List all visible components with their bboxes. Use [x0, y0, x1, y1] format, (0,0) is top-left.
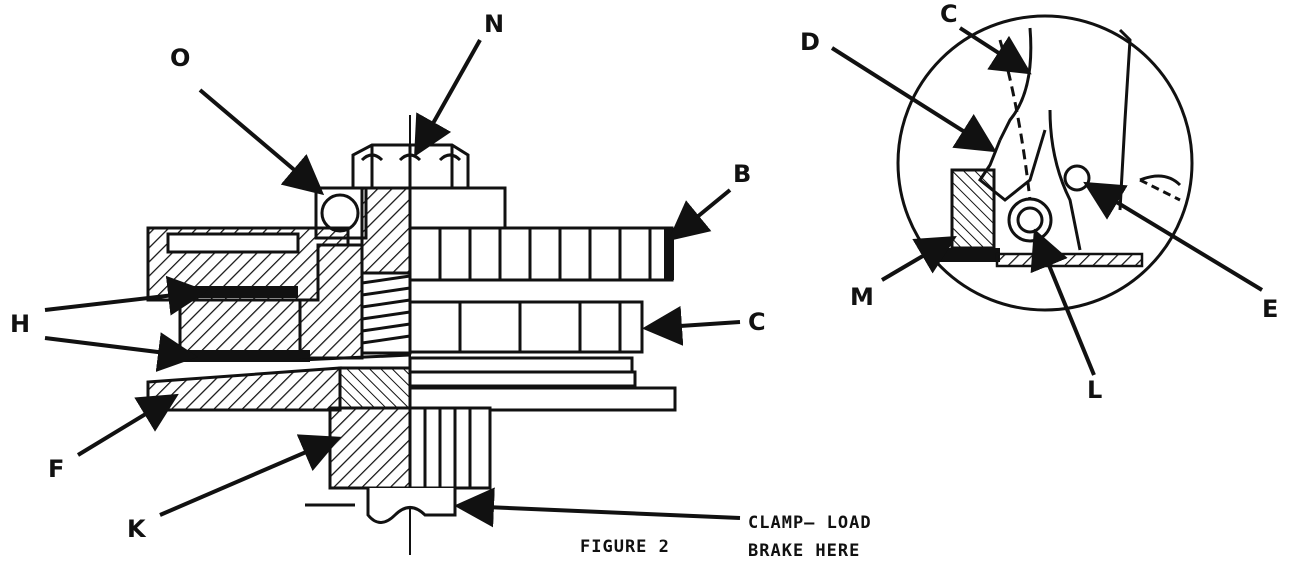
spring-block — [950, 168, 996, 250]
label-d: D — [800, 28, 820, 56]
pin-e — [1063, 164, 1091, 192]
detail-view — [896, 14, 1194, 312]
label-n: N — [484, 10, 504, 38]
label-c: C — [748, 308, 766, 336]
detail-circle — [896, 14, 1194, 312]
leader-arrows — [44, 26, 1264, 528]
label-f: F — [48, 455, 64, 483]
label-o: O — [170, 44, 190, 72]
label-m: M — [850, 283, 874, 311]
part-labels: O N B H C F K C D M L E — [10, 0, 1278, 543]
label-c-detail: C — [940, 0, 958, 28]
label-k: K — [127, 515, 147, 543]
note-line-2: BRAKE HERE — [748, 541, 860, 561]
figure-caption: FIGURE 2 — [580, 537, 670, 557]
friction-pad-lower — [180, 350, 310, 362]
shaft-stub — [366, 488, 457, 524]
clutch-c — [408, 300, 644, 354]
gear-b — [408, 226, 674, 282]
detail-base — [995, 252, 1144, 268]
bearing-race — [360, 186, 412, 275]
label-e: E — [1262, 295, 1278, 323]
label-b: B — [733, 160, 751, 188]
upper-hub — [408, 186, 507, 230]
pinion-k — [328, 406, 492, 490]
shaft-thread — [360, 271, 412, 355]
label-l: L — [1087, 376, 1102, 404]
label-h: H — [10, 310, 30, 338]
main-assembly — [146, 115, 677, 555]
pivot-l — [1007, 197, 1053, 243]
bearing-ball — [320, 193, 360, 233]
note-line-1: CLAMP— LOAD — [748, 513, 872, 533]
base-plate-f — [146, 366, 342, 412]
